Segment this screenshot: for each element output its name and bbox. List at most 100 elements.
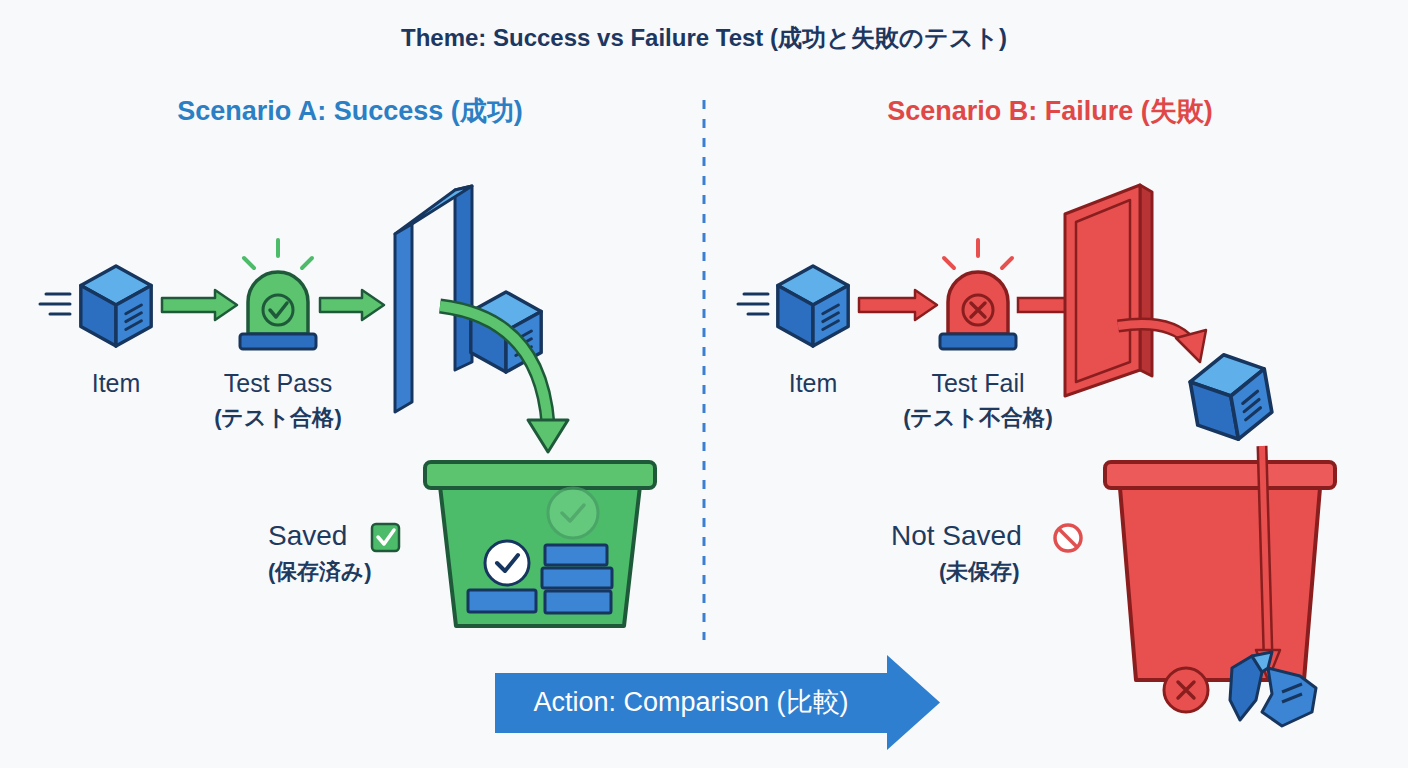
unsaved-basket xyxy=(1120,488,1320,680)
fail-siren xyxy=(944,240,1012,268)
test-pass-siren: Test Pass(テスト合格) xyxy=(243,265,313,345)
drop-arrow xyxy=(528,420,568,452)
check-box xyxy=(372,524,399,551)
speed-lines xyxy=(40,303,70,306)
speed-lines xyxy=(738,294,768,314)
scenario-heading: Scenario A: Success (成功) xyxy=(100,96,600,127)
pass-siren xyxy=(244,258,254,268)
pass-siren xyxy=(244,240,312,268)
item-icon: Item xyxy=(777,265,849,345)
flow-arrow xyxy=(162,290,237,320)
pass-siren xyxy=(276,240,280,256)
blocking-wall xyxy=(1140,185,1152,376)
saved-basket xyxy=(468,590,536,612)
prohibit-icon xyxy=(1059,529,1077,547)
error-mark xyxy=(1164,668,1208,712)
open-gate xyxy=(395,186,472,412)
node-sublabel: (保存済み) xyxy=(268,559,428,584)
saved-basket xyxy=(485,541,529,585)
action-arrow: Action: Comparison (比較) xyxy=(495,655,940,750)
item-cube xyxy=(778,266,848,346)
pass-siren xyxy=(270,303,287,317)
rejected-cube xyxy=(1187,348,1276,445)
node-label: Saved xyxy=(268,520,378,552)
pass-siren xyxy=(240,240,316,349)
diagram-title: Theme: Success vs Failure Test (成功と失敗のテス… xyxy=(154,24,1254,52)
flow-arrow xyxy=(859,290,937,320)
error-mark xyxy=(1164,668,1208,712)
speed-lines xyxy=(50,313,70,316)
saved-basket xyxy=(548,488,598,538)
fail-siren xyxy=(940,240,1016,349)
drop-arrow xyxy=(440,306,568,452)
fail-siren xyxy=(1002,258,1012,268)
pass-siren xyxy=(248,272,308,334)
prohibit-icon xyxy=(1055,525,1081,551)
pass-siren xyxy=(302,258,312,268)
blocked-line xyxy=(1018,298,1068,312)
speed-lines xyxy=(748,313,768,316)
broken-cube xyxy=(1252,652,1272,672)
broken-cube xyxy=(1230,652,1316,726)
drop-arrow xyxy=(440,306,548,424)
open-gate xyxy=(395,224,412,412)
item-icon: Item xyxy=(80,265,152,345)
pass-siren xyxy=(240,334,316,349)
node-sublabel: (未保存) xyxy=(939,559,1079,584)
deflect-arrow xyxy=(1118,324,1206,362)
fail-siren xyxy=(976,240,980,256)
broken-cube xyxy=(1262,668,1316,726)
error-mark xyxy=(1178,682,1194,698)
fall-through-arrow xyxy=(1262,446,1268,654)
pass-arrow xyxy=(320,290,384,320)
saved-basket xyxy=(542,568,612,588)
node-label: Action: Comparison (比較) xyxy=(495,673,887,733)
deflect-arrow xyxy=(1176,330,1206,362)
speed-lines xyxy=(738,303,768,306)
fall-through-arrow xyxy=(1256,446,1280,680)
fail-siren xyxy=(944,258,954,268)
saved-basket xyxy=(425,462,655,626)
blocking-wall xyxy=(1076,200,1130,382)
scenario-heading: Scenario B: Failure (失敗) xyxy=(800,96,1300,127)
item-cube xyxy=(81,266,151,346)
blocking-wall xyxy=(1065,185,1152,396)
broken-cube xyxy=(1282,684,1302,692)
node-sublabel: (テスト不合格) xyxy=(848,405,1108,430)
divider-line xyxy=(703,100,706,640)
check-box xyxy=(372,524,399,551)
fall-through-arrow xyxy=(1262,446,1268,654)
fail-siren xyxy=(940,334,1016,349)
drop-arrow xyxy=(440,306,548,424)
saved-basket xyxy=(562,505,584,521)
blocking-wall xyxy=(1065,185,1140,396)
broken-cube xyxy=(1282,694,1302,702)
node-label: Not Saved xyxy=(891,520,1061,552)
pass-siren xyxy=(263,295,293,325)
fail-siren xyxy=(948,272,1008,334)
node-label: Test Pass xyxy=(158,369,398,398)
node-sublabel: (テスト合格) xyxy=(158,405,398,430)
speed-lines xyxy=(744,293,768,296)
node-label: Test Fail xyxy=(848,369,1108,398)
unsaved-basket xyxy=(1105,462,1335,488)
saved-basket xyxy=(425,462,655,488)
saved-basket xyxy=(545,591,611,613)
fail-siren xyxy=(963,295,993,325)
saved-basket: Saved(保存済み) xyxy=(425,462,655,627)
prohibit-icon xyxy=(1055,525,1081,551)
check-box xyxy=(378,530,394,544)
test-fail-siren: Test Fail(テスト不合格) xyxy=(943,265,1013,345)
saved-basket xyxy=(545,545,607,565)
not-saved-basket: Not Saved(未保存) xyxy=(1105,462,1335,682)
speed-lines xyxy=(46,293,70,296)
node-label: Item xyxy=(733,369,893,398)
node-label: Item xyxy=(36,369,196,398)
fail-siren xyxy=(971,303,985,317)
unsaved-basket xyxy=(1105,462,1335,680)
saved-basket xyxy=(440,486,640,626)
arrow-band-fill xyxy=(495,655,940,750)
speed-lines xyxy=(40,294,70,314)
saved-basket xyxy=(497,555,518,571)
